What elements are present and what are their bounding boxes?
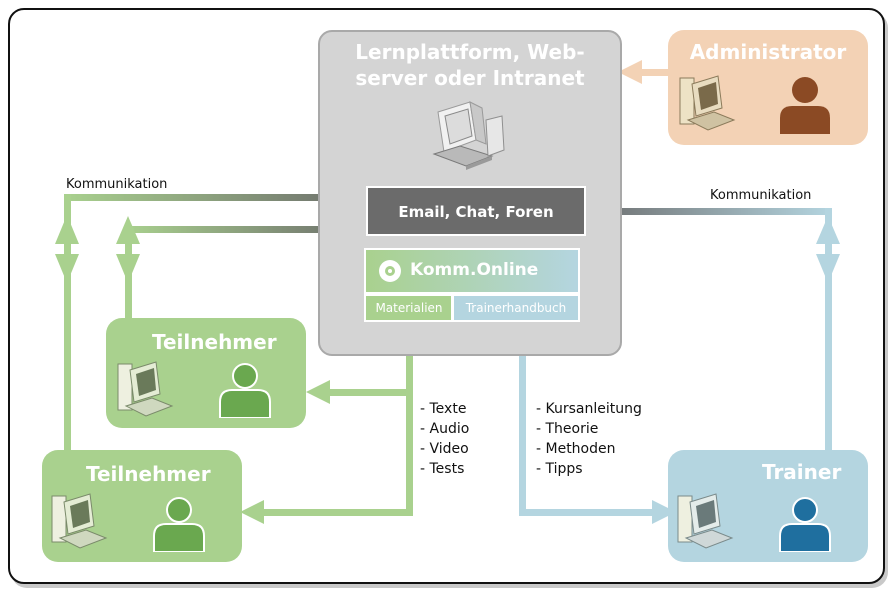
communication-label: Email, Chat, Foren bbox=[398, 203, 554, 221]
komm-online-header bbox=[366, 250, 578, 292]
tab-materials-label: Materialien bbox=[375, 301, 443, 315]
materials-list: - Texte - Audio - Video - Tests bbox=[420, 399, 469, 479]
participant-lower-computer-icon bbox=[51, 493, 108, 549]
participant-lower-person-icon bbox=[153, 497, 205, 552]
participant-lower-title: Teilnehmer bbox=[86, 462, 211, 486]
trainer-person-icon bbox=[779, 497, 831, 552]
trainer-title: Trainer bbox=[762, 460, 842, 484]
server-computer-icon bbox=[432, 101, 505, 170]
administrator-title: Administrator bbox=[689, 40, 847, 64]
materials-list-item: - Video bbox=[420, 441, 469, 457]
communication-line-right bbox=[582, 208, 840, 453]
trainer-list-item: - Theorie bbox=[536, 421, 599, 437]
admin-computer-icon bbox=[679, 75, 736, 131]
materials-list-item: - Tests bbox=[420, 461, 465, 477]
communication-line-left bbox=[55, 194, 367, 454]
trainer-handbook-line bbox=[519, 320, 676, 524]
platform-title-line1: Lernplattform, Web- bbox=[355, 40, 585, 64]
tab-trainer-handbook[interactable] bbox=[454, 296, 578, 320]
admin-arrow bbox=[618, 60, 670, 84]
communication-bar bbox=[366, 186, 586, 236]
materials-line bbox=[240, 320, 413, 524]
communication-label-left: Kommunikation bbox=[66, 177, 168, 192]
cd-icon bbox=[379, 260, 401, 282]
trainer-computer-icon bbox=[677, 493, 734, 549]
tab-materials[interactable] bbox=[366, 296, 451, 320]
platform-title-line2: server oder Intranet bbox=[355, 66, 585, 90]
materials-list-item: - Texte bbox=[420, 401, 467, 417]
communication-label-right: Kommunikation bbox=[710, 188, 812, 203]
administrator-person-icon bbox=[780, 77, 830, 134]
materials-list-item: - Audio bbox=[420, 421, 470, 437]
trainer-list-item: - Kursanleitung bbox=[536, 401, 642, 417]
trainer-list-item: - Tipps bbox=[536, 461, 583, 477]
communication-line-left-inner bbox=[116, 216, 367, 321]
komm-online-title: Komm.Online bbox=[410, 260, 539, 280]
trainer-handbook-list: - Kursanleitung - Theorie - Methoden - T… bbox=[536, 399, 642, 479]
trainer-list-item: - Methoden bbox=[536, 441, 616, 457]
tab-trainer-handbook-label: Trainerhandbuch bbox=[465, 301, 567, 315]
participant-upper-computer-icon bbox=[117, 361, 174, 417]
participant-upper-title: Teilnehmer bbox=[152, 330, 277, 354]
participant-upper-person-icon bbox=[219, 363, 271, 418]
